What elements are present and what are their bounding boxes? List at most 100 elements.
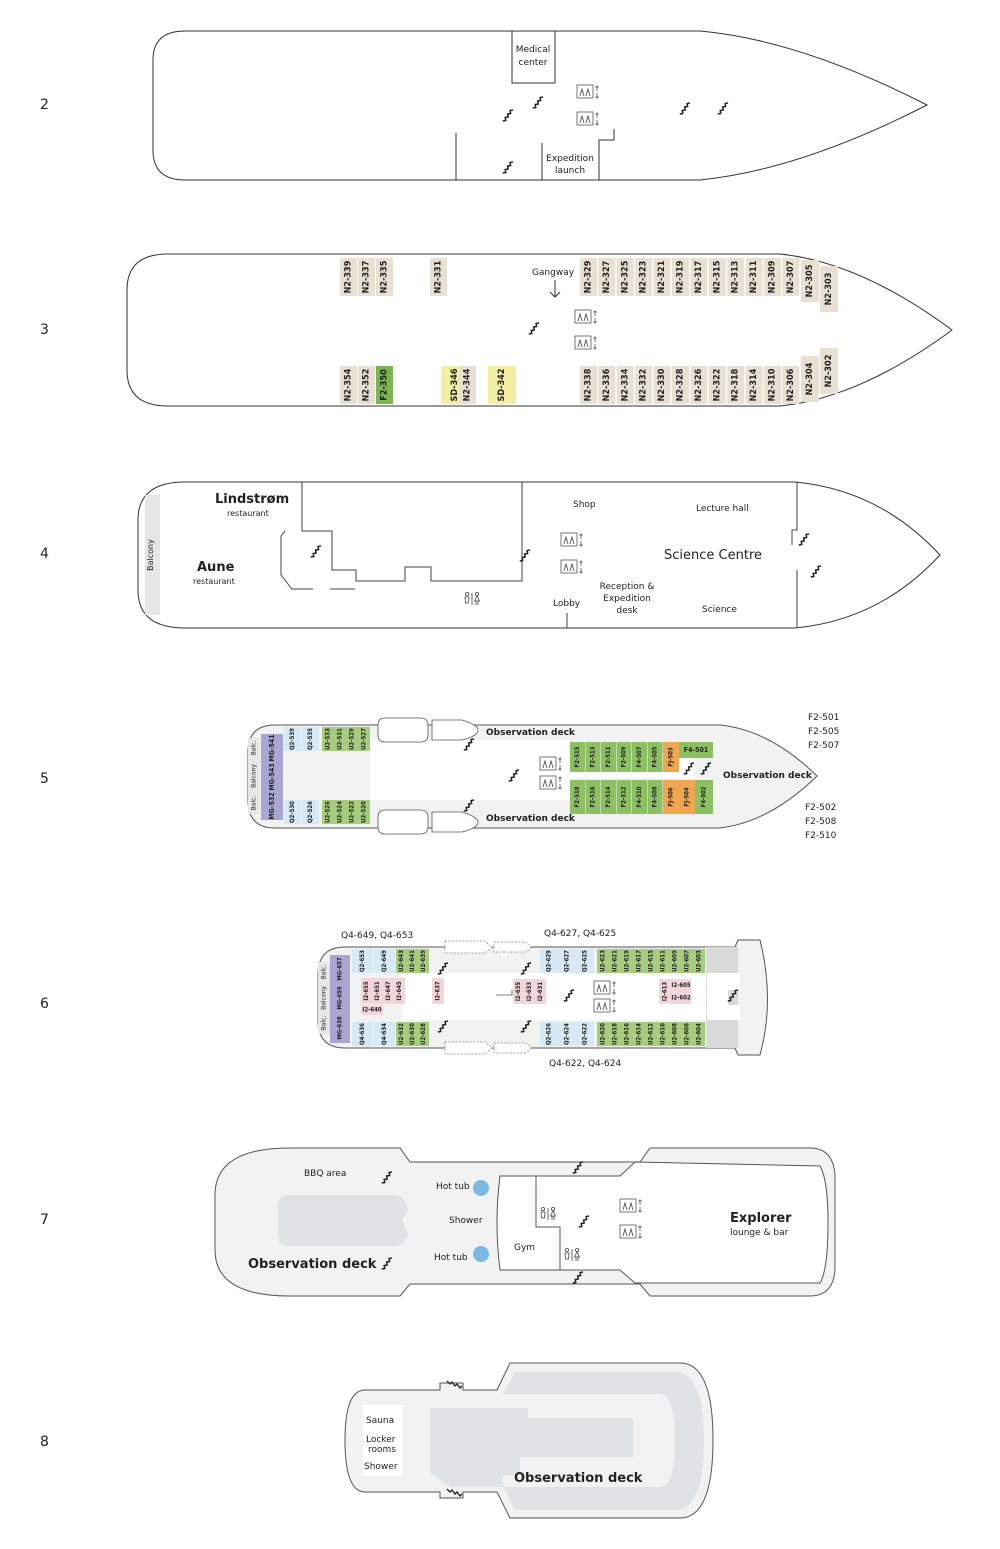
- cabin-n2-313[interactable]: N2-313: [727, 258, 745, 296]
- cabin-i2-637[interactable]: I2-637: [432, 978, 444, 1004]
- cabin-n2-336[interactable]: N2-336: [598, 366, 616, 404]
- cabin-n2-315[interactable]: N2-315: [708, 258, 726, 296]
- cabin-mg-543[interactable]: MG-543: [261, 762, 283, 792]
- cabin-u2-630[interactable]: U2-630: [407, 1022, 418, 1046]
- cabin-fj-504[interactable]: FJ-504: [679, 780, 695, 814]
- cabin-n2-331[interactable]: N2-331: [430, 258, 447, 296]
- cabin-n2-317[interactable]: N2-317: [690, 258, 708, 296]
- cabin-i2-645[interactable]: I2-645: [394, 978, 405, 1004]
- cabin-sd-342[interactable]: SD-342: [488, 366, 516, 404]
- cabin-u2-610[interactable]: U2-610: [657, 1022, 669, 1046]
- cabin-q2-530[interactable]: Q2-530: [284, 800, 301, 824]
- cabin-u2-618[interactable]: U2-618: [609, 1022, 621, 1046]
- cabin-f4-501[interactable]: F4-501: [679, 742, 713, 758]
- cabin-n2-303[interactable]: N2-303: [820, 266, 838, 312]
- cabin-mg-657[interactable]: MG-657: [330, 955, 350, 983]
- cabin-n2-352[interactable]: N2-352: [358, 366, 375, 404]
- cabin-u2-628[interactable]: U2-628: [418, 1022, 429, 1046]
- cabin-n2-339[interactable]: N2-339: [340, 258, 357, 296]
- cabin-f2-513[interactable]: F2-513: [585, 742, 601, 772]
- cabin-n2-321[interactable]: N2-321: [653, 258, 671, 296]
- cabin-u2-520[interactable]: U2-520: [358, 800, 370, 824]
- cabin-n2-337[interactable]: N2-337: [358, 258, 375, 296]
- cabin-f2-518[interactable]: F2-518: [570, 780, 585, 814]
- cabin-f4-507[interactable]: F4-507: [632, 742, 647, 772]
- cabin-u2-623[interactable]: U2-623: [597, 949, 609, 973]
- cabin-q2-526[interactable]: Q2-526: [302, 800, 319, 824]
- cabin-i2-635[interactable]: I2-635: [513, 979, 524, 1004]
- cabin-f4-508[interactable]: F4-508: [647, 780, 663, 814]
- cabin-q2-653[interactable]: Q2-653: [352, 949, 373, 973]
- cabin-u2-614[interactable]: U2-614: [633, 1022, 645, 1046]
- cabin-u2-603[interactable]: U2-603: [693, 949, 705, 973]
- cabin-mg-541[interactable]: MG-541: [261, 734, 283, 762]
- cabin-i2-633[interactable]: I2-633: [524, 979, 535, 1004]
- cabin-i2-651[interactable]: I2-651: [372, 978, 383, 1004]
- cabin-f2-511[interactable]: F2-511: [601, 742, 616, 772]
- cabin-q2-535[interactable]: Q2-535: [302, 727, 319, 751]
- cabin-n2-327[interactable]: N2-327: [598, 258, 616, 296]
- cabin-q2-624[interactable]: Q2-624: [558, 1022, 576, 1046]
- cabin-u2-639[interactable]: U2-639: [418, 949, 429, 973]
- cabin-n2-306[interactable]: N2-306: [782, 366, 800, 404]
- cabin-i2-640[interactable]: I2-640: [361, 1005, 383, 1015]
- cabin-f4-502[interactable]: F4-502: [695, 780, 713, 814]
- cabin-u2-604[interactable]: U2-604: [693, 1022, 705, 1046]
- cabin-q2-626[interactable]: Q2-626: [540, 1022, 558, 1046]
- cabin-f4-505[interactable]: F4-505: [647, 742, 663, 772]
- cabin-q4-634[interactable]: Q4-634: [374, 1022, 395, 1046]
- cabin-u2-632[interactable]: U2-632: [396, 1022, 407, 1046]
- cabin-u2-641[interactable]: U2-641: [407, 949, 418, 973]
- cabin-n2-354[interactable]: N2-354: [340, 366, 357, 404]
- cabin-n2-344[interactable]: N2-344: [459, 366, 476, 404]
- cabin-n2-304[interactable]: N2-304: [801, 356, 819, 402]
- cabin-f4-510[interactable]: F4-510: [632, 780, 647, 814]
- cabin-u2-621[interactable]: U2-621: [609, 949, 621, 973]
- cabin-f2-516[interactable]: F2-516: [585, 780, 601, 814]
- cabin-u2-609[interactable]: U2-609: [669, 949, 681, 973]
- cabin-f2-512[interactable]: F2-512: [616, 780, 632, 814]
- cabin-u2-617[interactable]: U2-617: [633, 949, 645, 973]
- cabin-i2-605[interactable]: I2-605: [671, 979, 691, 992]
- cabin-q2-629[interactable]: Q2-629: [540, 949, 558, 973]
- cabin-f2-515[interactable]: F2-515: [570, 742, 585, 772]
- cabin-q2-649[interactable]: Q2-649: [374, 949, 395, 973]
- cabin-q2-625[interactable]: Q2-625: [576, 949, 594, 973]
- cabin-n2-338[interactable]: N2-338: [580, 366, 597, 404]
- cabin-n2-309[interactable]: N2-309: [764, 258, 781, 296]
- cabin-n2-325[interactable]: N2-325: [616, 258, 634, 296]
- cabin-u2-619[interactable]: U2-619: [621, 949, 633, 973]
- cabin-i2-647[interactable]: I2-647: [383, 978, 394, 1004]
- cabin-u2-608[interactable]: U2-608: [669, 1022, 681, 1046]
- cabin-mg-532[interactable]: MG-532: [261, 792, 283, 820]
- cabin-n2-329[interactable]: N2-329: [580, 258, 597, 296]
- cabin-i2-655[interactable]: I2-655: [361, 978, 372, 1004]
- cabin-fj-506[interactable]: FJ-506: [663, 780, 679, 814]
- cabin-n2-332[interactable]: N2-332: [635, 366, 653, 404]
- cabin-n2-311[interactable]: N2-311: [745, 258, 763, 296]
- cabin-n2-310[interactable]: N2-310: [764, 366, 781, 404]
- cabin-u2-526[interactable]: U2-526: [322, 800, 334, 824]
- cabin-n2-330[interactable]: N2-330: [653, 366, 671, 404]
- cabin-i2-613[interactable]: I2-613: [659, 979, 671, 1004]
- cabin-n2-335[interactable]: N2-335: [376, 258, 393, 296]
- cabin-fj-503[interactable]: FJ-503: [663, 742, 679, 772]
- cabin-f2-350[interactable]: F2-350: [376, 366, 393, 404]
- cabin-u2-615[interactable]: U2-615: [645, 949, 657, 973]
- cabin-u2-611[interactable]: U2-611: [657, 949, 669, 973]
- cabin-i2-631[interactable]: I2-631: [535, 979, 546, 1004]
- cabin-f2-514[interactable]: F2-514: [601, 780, 616, 814]
- cabin-u2-529[interactable]: U2-529: [346, 727, 358, 751]
- cabin-u2-606[interactable]: U2-606: [681, 1022, 693, 1046]
- cabin-i2-602[interactable]: I2-602: [671, 991, 691, 1005]
- cabin-f2-509[interactable]: F2-509: [616, 742, 632, 772]
- cabin-u2-533[interactable]: U2-533: [322, 727, 334, 751]
- cabin-n2-319[interactable]: N2-319: [672, 258, 689, 296]
- cabin-n2-323[interactable]: N2-323: [635, 258, 653, 296]
- cabin-u2-643[interactable]: U2-643: [396, 949, 407, 973]
- cabin-n2-322[interactable]: N2-322: [708, 366, 726, 404]
- cabin-q2-627[interactable]: Q2-627: [558, 949, 576, 973]
- cabin-u2-620[interactable]: U2-620: [597, 1022, 609, 1046]
- cabin-n2-334[interactable]: N2-334: [616, 366, 634, 404]
- cabin-q2-622[interactable]: Q2-622: [576, 1022, 594, 1046]
